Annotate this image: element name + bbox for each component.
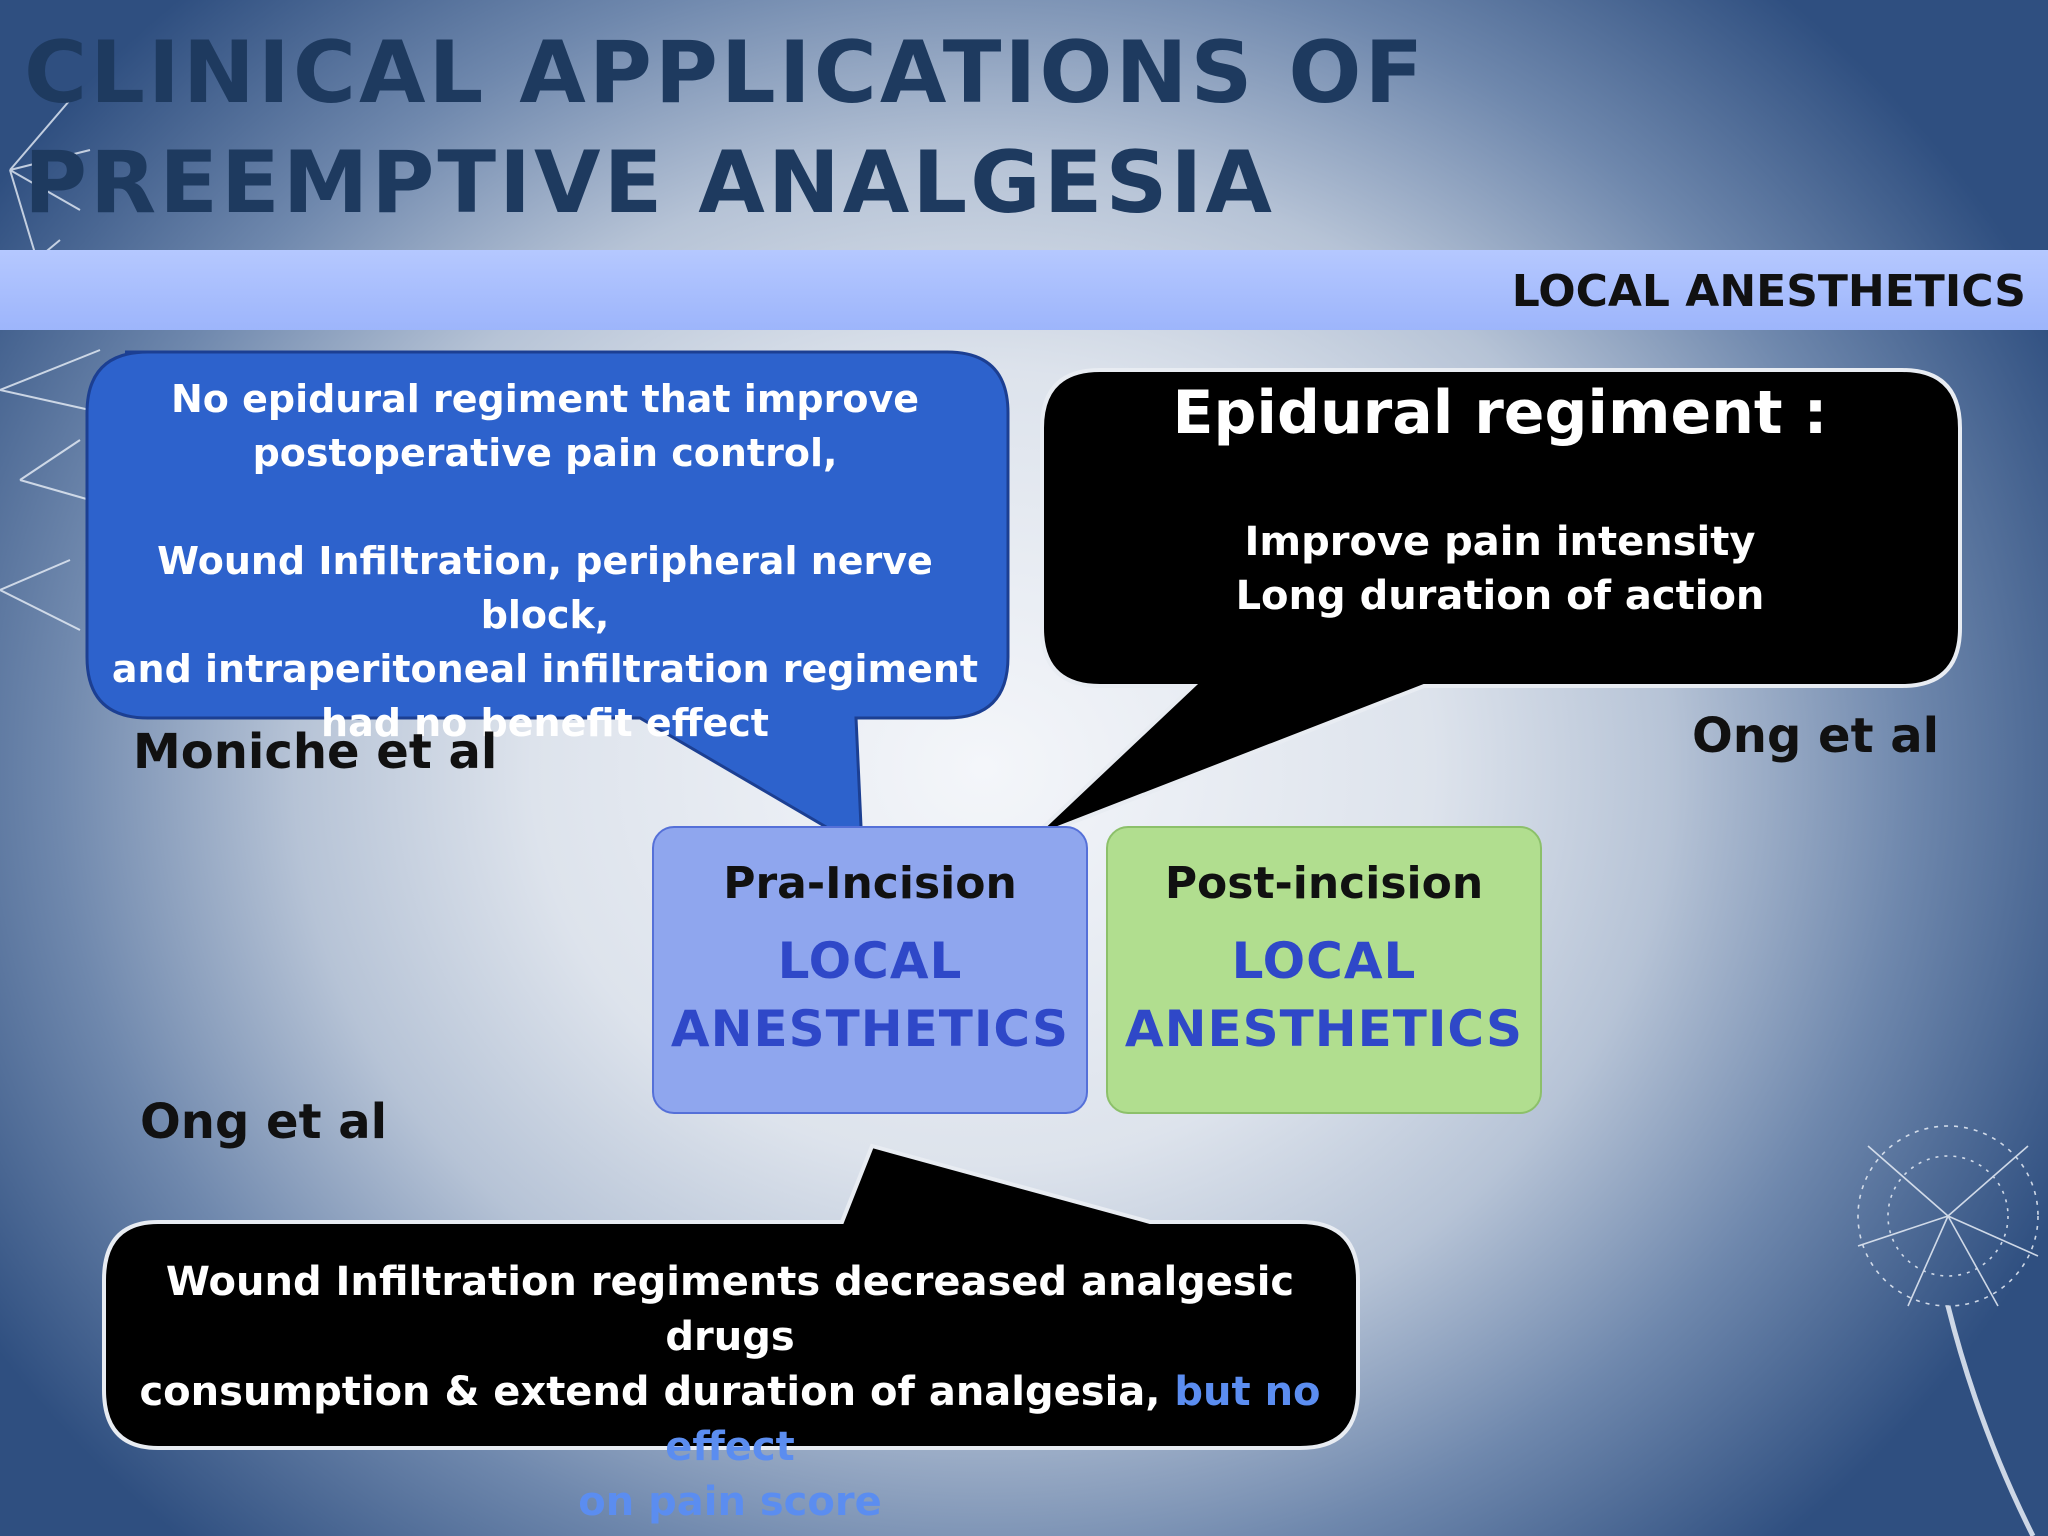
dandelion-left-decoration (0, 349, 101, 631)
section-header-bar: LOCAL ANESTHETICS (0, 250, 2048, 330)
pre-incision-title: Pra-Incision (723, 858, 1017, 909)
moniche-line-4: and intraperitoneal infiltration regimen… (111, 647, 979, 691)
section-label: LOCAL ANESTHETICS (1511, 266, 2026, 317)
pre-incision-box: Pra-Incision LOCAL ANESTHETICS (652, 826, 1088, 1114)
reference-ong-left: Ong et al (140, 1094, 388, 1150)
epidural-heading: Epidural regiment : (1172, 378, 1828, 448)
post-incision-line-2: ANESTHETICS (1124, 1000, 1524, 1058)
wound-line-1: Wound Infiltration regiments decreased a… (165, 1259, 1295, 1360)
pre-incision-line-2: ANESTHETICS (670, 1000, 1070, 1058)
wound-highlight-a: but no effect (665, 1369, 1321, 1470)
pre-incision-line-1: LOCAL (777, 932, 963, 990)
moniche-line-2: postoperative pain control, (252, 431, 838, 475)
wound-highlight-b: on pain score (578, 1479, 882, 1525)
moniche-line-5: had no benefit effect (321, 701, 769, 745)
wound-callout-shape (102, 1143, 1360, 1450)
dandelion-bottom-right-decoration (1857, 1125, 2039, 1536)
epidural-line-1: Improve pain intensity (1244, 519, 1756, 565)
epidural-callout-text: Improve pain intensity Long duration of … (1050, 515, 1950, 623)
post-incision-title: Post-incision (1164, 858, 1484, 909)
post-incision-line-1: LOCAL (1231, 932, 1417, 990)
moniche-line-1: No epidural regiment that improve (170, 377, 920, 421)
wound-line-2: consumption & extend duration of analges… (130, 1365, 1330, 1475)
epidural-callout-shape (1030, 368, 1962, 840)
moniche-callout-text: No epidural regiment that improve postop… (100, 372, 990, 750)
moniche-line-3: Wound Infiltration, peripheral nerve blo… (157, 539, 933, 637)
reference-moniche: Moniche et al (133, 724, 498, 780)
wound-line-2a: consumption & extend duration of analges… (139, 1369, 1161, 1415)
slide-title: CLINICAL APPLICATIONS OF PREEMPTIVE ANAL… (24, 23, 1427, 233)
post-incision-box: Post-incision LOCAL ANESTHETICS (1106, 826, 1542, 1114)
epidural-line-2: Long duration of action (1235, 573, 1765, 619)
reference-ong-right: Ong et al (1692, 708, 1940, 764)
wound-callout-text: Wound Infiltration regiments decreased a… (130, 1255, 1330, 1530)
